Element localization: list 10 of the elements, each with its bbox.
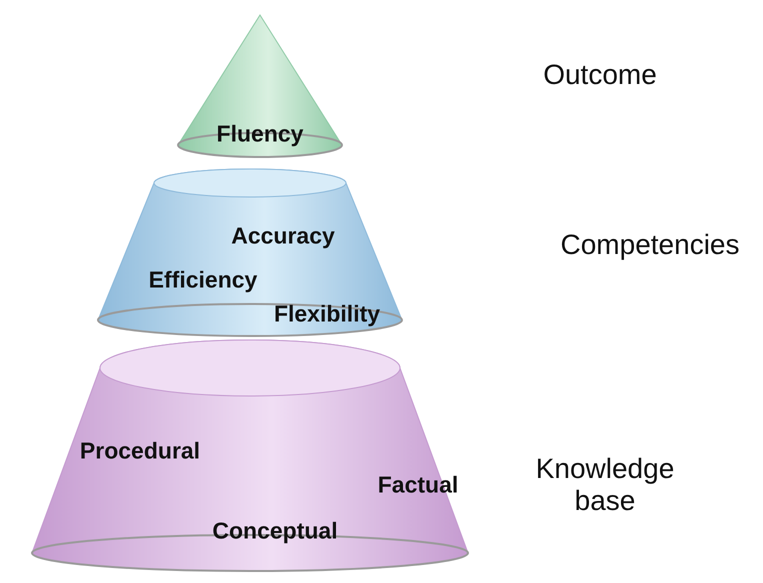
layer-label: Accuracy [231, 222, 335, 250]
layer-label: Conceptual [212, 518, 338, 544]
tier-label: Competencies [560, 229, 740, 261]
layer-label: Fluency [216, 120, 304, 148]
layer-label: Procedural [80, 438, 200, 464]
layer-label: Factual [378, 472, 458, 498]
tier-label: Knowledge base [534, 453, 676, 517]
layer-label: Flexibility [274, 300, 380, 328]
layer-label: Efficiency [148, 266, 258, 294]
tier-label: Outcome [543, 59, 657, 91]
